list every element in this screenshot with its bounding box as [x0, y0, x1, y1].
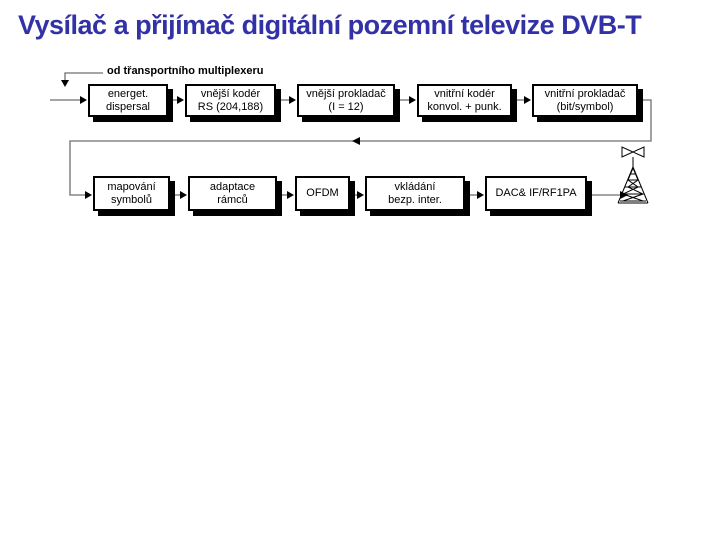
block-symbol-mapping: mapování symbolů	[93, 176, 170, 211]
block-text: symbolů	[111, 193, 152, 206]
block-text: mapování	[107, 180, 156, 193]
block-outer-interleaver: vnější prokladač (I = 12)	[297, 84, 395, 117]
transmission-tower-icon	[617, 146, 649, 204]
block-text: RS (204,188)	[197, 100, 264, 113]
arrowheads	[61, 80, 628, 199]
block-text: DAC& IF/RF1PA	[495, 187, 577, 199]
block-text: konvol. + punk.	[427, 100, 502, 113]
block-text: OFDM	[306, 187, 339, 199]
block-guard-insertion: vkládání bezp. inter.	[365, 176, 465, 211]
block-frame-adaptation: adaptace rámců	[188, 176, 277, 211]
block-text: vkládání	[394, 180, 436, 193]
block-energy-dispersal: energet. dispersal	[88, 84, 168, 117]
block-text: vnější kodér	[200, 87, 261, 100]
page-title: Vysílač a přijímač digitální pozemní tel…	[18, 10, 642, 40]
block-text: energet.	[107, 87, 149, 100]
block-text: (bit/symbol)	[556, 100, 614, 113]
block-dac-if-rf-pa: DAC& IF/RF1PA	[485, 176, 587, 211]
block-ofdm: OFDM	[295, 176, 350, 211]
block-text: vnější prokladač	[306, 87, 386, 100]
block-inner-interleaver: vnitřní prokladač (bit/symbol)	[532, 84, 638, 117]
block-text: (I = 12)	[328, 100, 364, 113]
block-text: vnitřní kodér	[434, 87, 495, 100]
block-text: bezp. inter.	[388, 193, 442, 206]
block-text: rámců	[217, 193, 248, 206]
block-text: adaptace	[209, 180, 256, 193]
source-label: od třansportního multiplexeru	[107, 65, 264, 77]
block-outer-coder: vnější kodér RS (204,188)	[185, 84, 276, 117]
block-text: dispersal	[105, 100, 151, 113]
block-inner-coder: vnitřní kodér konvol. + punk.	[417, 84, 512, 117]
block-text: vnitřní prokladač	[544, 87, 626, 100]
